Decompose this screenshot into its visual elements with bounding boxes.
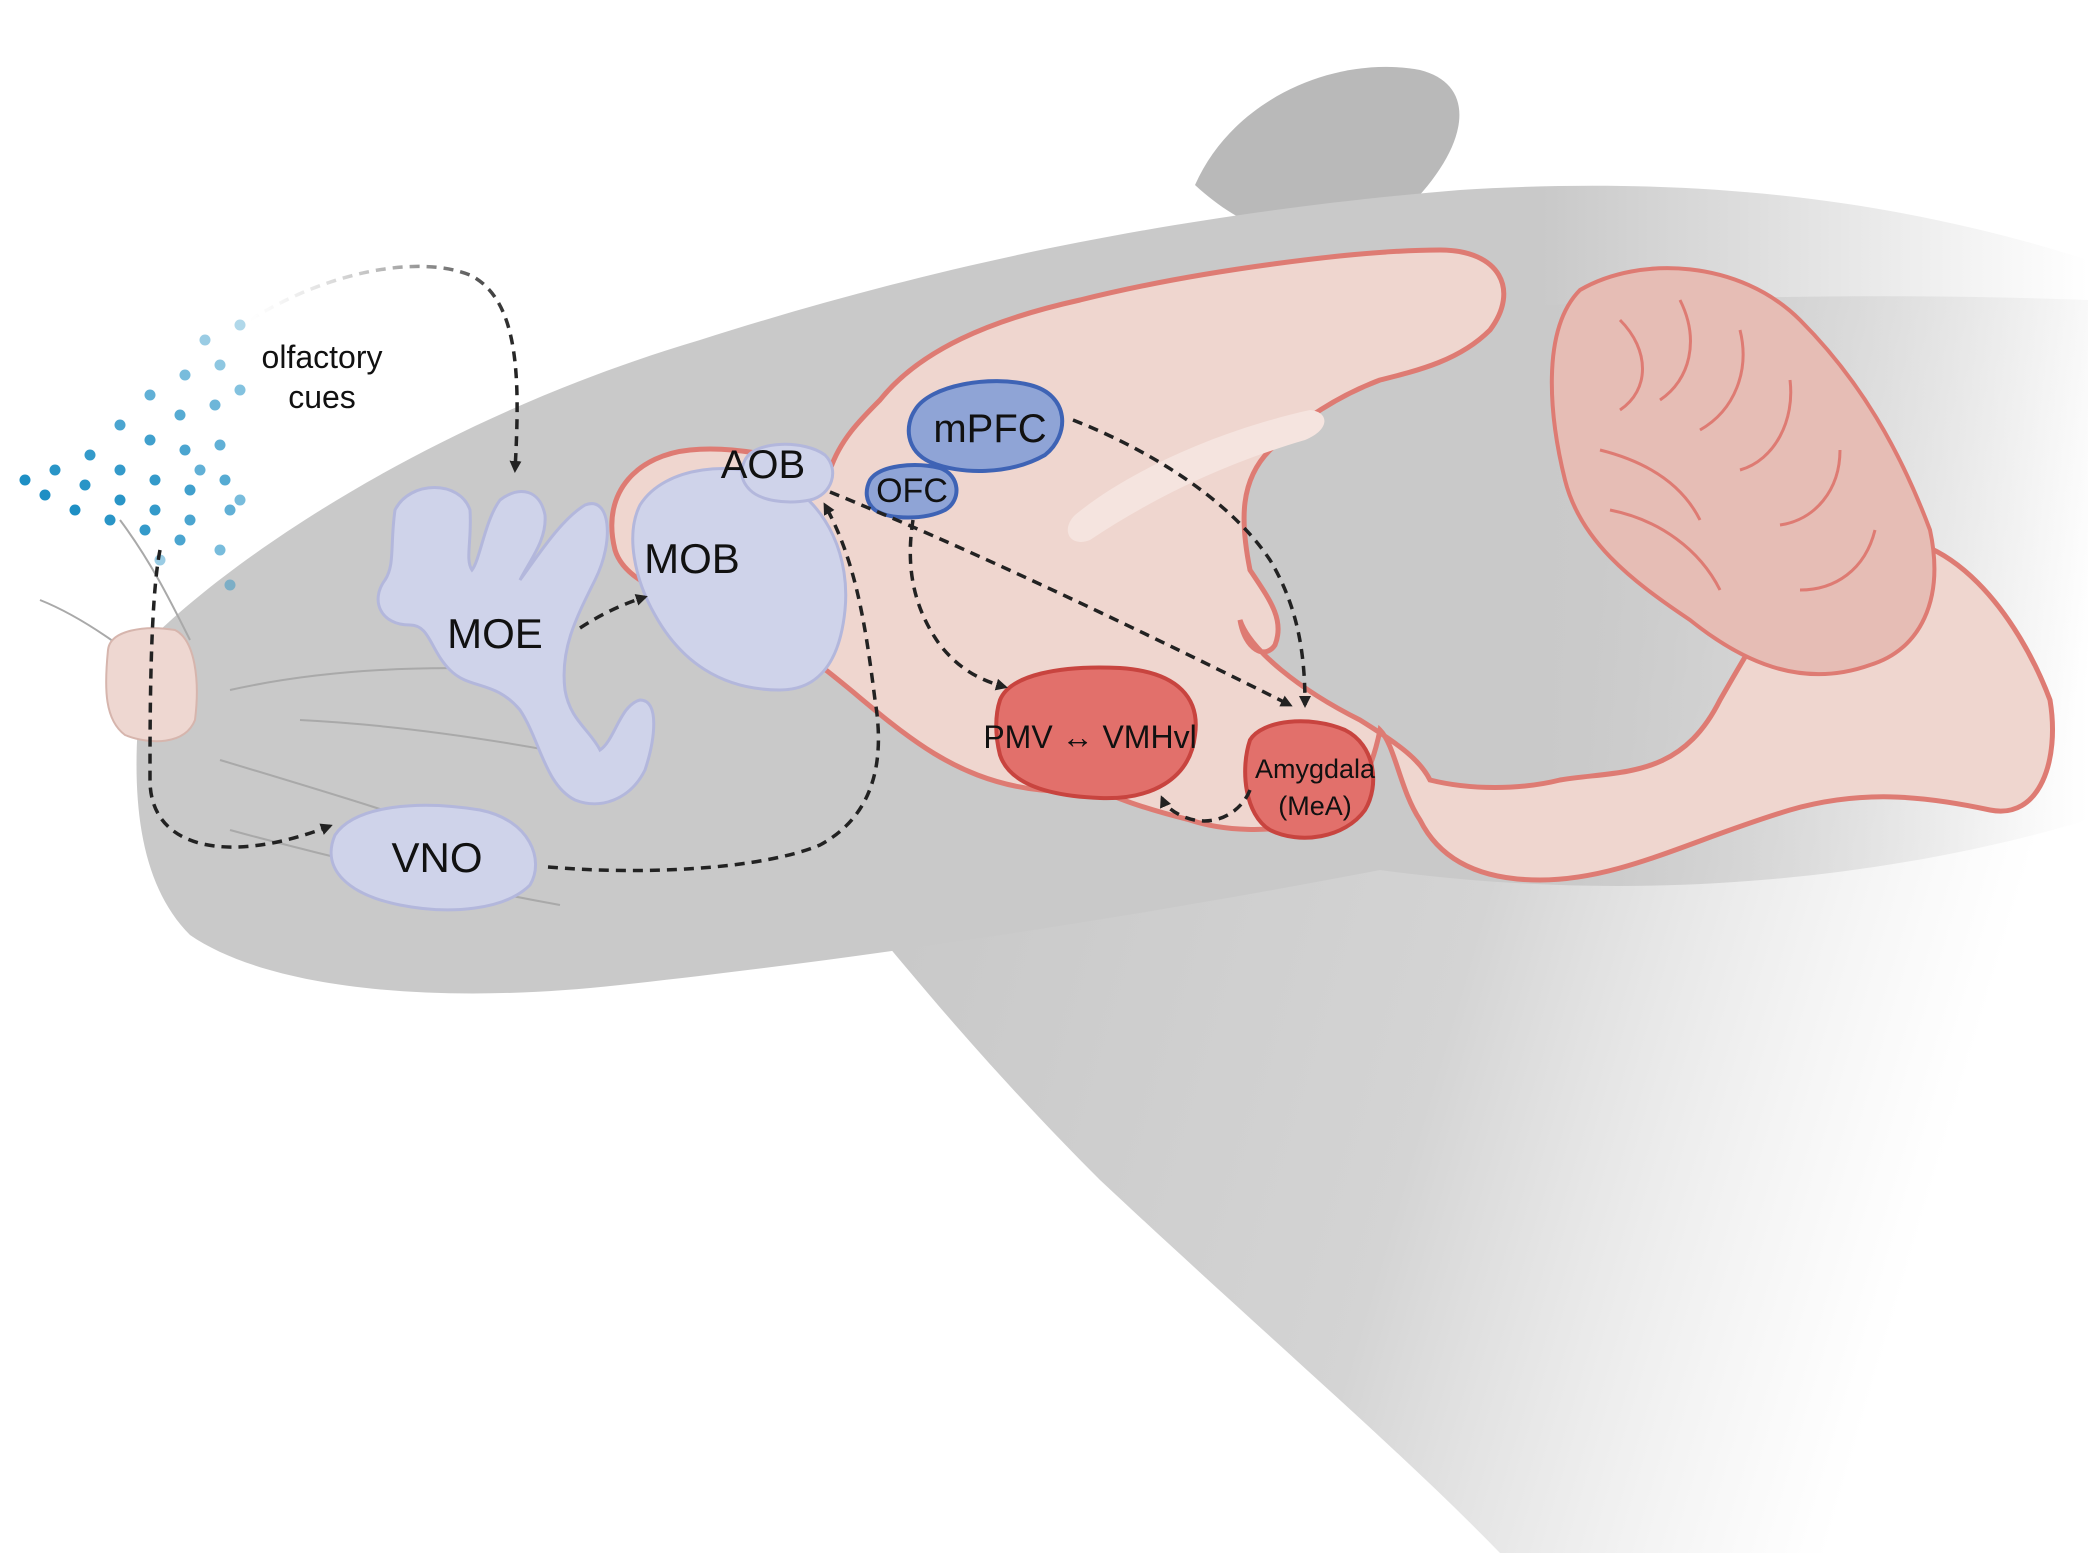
amygdala-region [1243,719,1376,840]
odor-particle [179,444,191,456]
arrow-moe-to-mob [579,594,648,630]
dot-cloud-icon [19,319,246,591]
moe-region [376,486,656,806]
odor-particle [49,464,61,476]
arrow-ofc-to-hypothalamus [908,519,1008,691]
odor-particle [79,479,91,491]
odor-particle [69,504,81,516]
odor-particle [104,514,116,526]
aob-region [740,442,835,504]
odor-particle [184,514,196,526]
odor-particle [174,409,186,421]
odor-particle [114,494,126,506]
amygdala-label-line2: (MeA) [1278,791,1352,821]
arrow-aob-to-amygdala [829,490,1293,707]
cortex-highlight [1067,410,1325,542]
odor-particle [234,494,246,506]
hypothalamus-region [994,665,1198,801]
hypothalamus-label: PMV ↔ VMHvl [983,719,1196,755]
odor-particle [209,399,221,411]
amygdala-label-line1: Amygdala [1255,754,1376,784]
cerebellum-folia [1599,299,1877,592]
arrow-amygdala-to-hypothalamus [1160,789,1252,823]
arrow-mpfc-to-amygdala [1072,418,1311,708]
odor-particle [214,439,226,451]
odor-particle [184,484,196,496]
odor-particle [174,534,186,546]
odor-particle [84,449,96,461]
odor-particle [219,474,231,486]
arrow-cues-to-moe [249,264,522,473]
odor-particle [224,504,236,516]
nose-icon [105,627,198,743]
odor-particle [139,524,151,536]
vno-label: VNO [391,834,482,881]
ofc-region [864,463,959,520]
ofc-label: OFC [876,472,948,510]
odor-particle [114,464,126,476]
moe-label: MOE [447,610,543,657]
odor-particle [149,504,161,516]
odor-particle [144,389,156,401]
odor-particle [114,419,126,431]
region-labels: olfactory cues MOE MOB AOB VNO mPFC OFC … [262,339,1376,881]
odor-particle [224,579,236,591]
arrow-cues-to-vno [148,549,333,849]
odor-particle [179,369,191,381]
odor-particle [19,474,31,486]
odor-particle [39,489,51,501]
aob-label: AOB [721,443,805,487]
cue-label-line1: olfactory [262,339,383,375]
cerebellum-shape [1549,266,1937,677]
mpfc-label: mPFC [933,407,1046,451]
odor-particle [214,359,226,371]
mob-label: MOB [644,535,740,582]
odor-particle [234,319,246,331]
odor-particle [149,474,161,486]
odor-particle [234,384,246,396]
vno-region [329,803,538,912]
connection-arrows [148,264,1311,873]
cue-label-line2: cues [288,379,356,415]
odor-particle [144,434,156,446]
arrow-vno-to-aob [547,502,881,873]
odor-particle [199,334,211,346]
odor-particle [214,544,226,556]
odor-particle [194,464,206,476]
mpfc-region [906,379,1065,473]
